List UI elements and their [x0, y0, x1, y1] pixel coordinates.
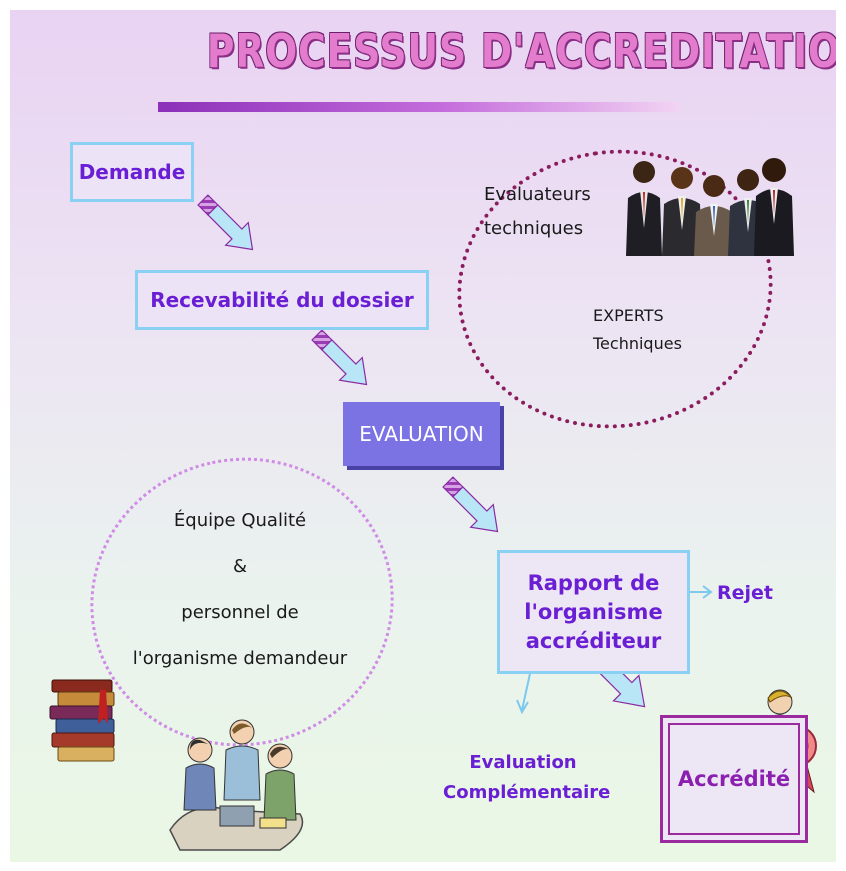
evaluateurs-line-2: techniques — [484, 218, 584, 239]
equipe-line-4: l'organisme demandeur — [132, 648, 348, 669]
demande-label: Demande — [78, 160, 186, 184]
arrow-demande-to-recevabilite — [197, 194, 254, 251]
arrow-evaluation-to-rapport — [442, 476, 499, 533]
arrow-rapport-to-rejet — [686, 585, 713, 599]
equipe-line-3: personnel de — [181, 602, 299, 623]
recevabilite-node: Recevabilité du dossier — [135, 270, 429, 330]
arrow-recevabilite-to-evaluation — [311, 329, 368, 386]
experts-techniques-label: EXPERTS Techniques — [593, 302, 682, 358]
books-clipart — [49, 679, 115, 762]
evaluation-complementaire-line-2: Complémentaire — [443, 782, 611, 803]
experts-line-1: EXPERTS — [593, 306, 664, 325]
rapport-label-line-2: l'organisme — [524, 599, 663, 624]
demande-node: Demande — [70, 142, 194, 202]
experts-line-2: Techniques — [593, 334, 682, 353]
evaluation-complementaire-label: Evaluation Complémentaire — [443, 748, 611, 808]
evaluation-complementaire-line-1: Evaluation — [469, 752, 577, 773]
evaluation-label: EVALUATION — [359, 422, 484, 446]
businessmen-clipart — [626, 158, 794, 256]
equipe-line-1: Équipe Qualité — [173, 510, 307, 531]
evaluateurs-techniques-label: Evaluateurs techniques — [484, 178, 591, 246]
rejet-label: Rejet — [717, 582, 773, 604]
equipe-line-2: & — [232, 556, 248, 577]
title-underline — [158, 102, 680, 112]
team-meeting-clipart — [169, 719, 304, 851]
accredite-node: Accrédité — [660, 715, 808, 843]
evaluation-node: EVALUATION — [343, 402, 500, 466]
rapport-label-line-3: accréditeur — [525, 628, 662, 653]
recevabilite-label: Recevabilité du dossier — [150, 288, 414, 312]
accredite-label: Accrédité — [677, 767, 791, 791]
equipe-qualite-label: Équipe Qualité & personnel de l'organism… — [130, 498, 350, 682]
rapport-node: Rapport de l'organisme accréditeur — [497, 550, 690, 674]
rapport-label-line-1: Rapport de — [527, 570, 660, 595]
evaluateurs-line-1: Evaluateurs — [484, 184, 591, 205]
diagram-canvas: PROCESSUS D'ACCREDITATION — [10, 10, 836, 862]
